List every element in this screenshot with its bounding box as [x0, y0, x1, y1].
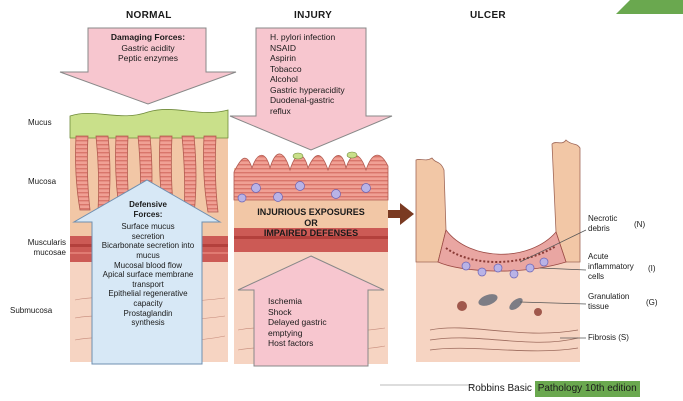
acute-inflammatory-cell	[494, 264, 502, 272]
injury-cause-item: Gastric hyperacidity	[270, 85, 366, 96]
caption-left: Robbins Basic	[466, 383, 535, 394]
inflammatory-cell	[362, 184, 371, 193]
label-fibrosis-text: Fibrosis	[588, 333, 616, 342]
acute-inflammatory-cell	[540, 258, 548, 266]
defensive-forces-box: Defensive Forces: Surface mucus secretio…	[94, 200, 202, 328]
label-granulation-code: (G)	[646, 298, 658, 308]
inflammatory-cell	[274, 193, 283, 202]
defensive-item: Epithelial regenerative capacity	[100, 289, 196, 308]
defensive-item: Bicarbonate secretion into mucus	[98, 241, 198, 260]
injury-cause-item: H. pylori infection	[270, 32, 366, 43]
label-granulation: Granulation tissue	[588, 292, 638, 312]
injury-surface	[234, 154, 388, 200]
injury-causes-box: H. pylori infection NSAID Aspirin Tobacc…	[258, 32, 366, 116]
inflammatory-cell	[252, 184, 261, 193]
mucus-droplet	[293, 153, 303, 159]
defensive-item: Apical surface membrane transport	[94, 270, 202, 289]
mucus-droplet	[347, 152, 357, 158]
label-fibrosis: Fibrosis (S)	[588, 333, 629, 343]
acute-inflammatory-cell	[510, 270, 518, 278]
progression-arrow	[388, 203, 414, 225]
injury-cause-item: Alcohol	[270, 74, 366, 85]
injurious-line: OR	[234, 218, 388, 229]
injury-cause-item: NSAID	[270, 43, 366, 54]
caption-right: Pathology 10th edition	[535, 381, 640, 397]
source-caption: Robbins Basic Pathology 10th edition	[466, 381, 640, 397]
inflammatory-cell	[332, 190, 341, 199]
host-factor-item: Delayed gastric emptying	[268, 317, 344, 338]
granulation-cell	[534, 308, 542, 316]
damaging-forces-box: Damaging Forces: Gastric acidity Peptic …	[90, 32, 206, 64]
host-factor-item: Shock	[268, 307, 368, 318]
granulation-cell	[457, 301, 467, 311]
label-necrotic: Necrotic debris	[588, 214, 628, 234]
label-necrotic-code: (N)	[634, 220, 645, 230]
injurious-line: INJURIOUS EXPOSURES	[234, 207, 388, 218]
label-fibrosis-code: (S)	[618, 333, 629, 342]
injurious-line: IMPAIRED DEFENSES	[234, 228, 388, 239]
normal-mucus-layer	[70, 109, 228, 138]
damaging-forces-title: Damaging Forces:	[90, 32, 206, 43]
injury-cause-item: Duodenal-gastric reflux	[270, 95, 344, 116]
host-factor-item: Host factors	[268, 338, 368, 349]
label-acute-text: Acute inflammatory cells	[588, 252, 634, 281]
ulcer-tissue	[416, 140, 580, 362]
inflammatory-cell	[296, 182, 305, 191]
defensive-forces-title: Defensive Forces:	[122, 200, 174, 219]
defensive-item: Prostaglandin synthesis	[114, 309, 182, 328]
label-necrotic-text: Necrotic debris	[588, 214, 617, 233]
injury-cause-item: Aspirin	[270, 53, 366, 64]
acute-inflammatory-cell	[478, 268, 486, 276]
damaging-item: Gastric acidity	[90, 43, 206, 54]
acute-inflammatory-cell	[462, 262, 470, 270]
host-factors-box: Ischemia Shock Delayed gastric emptying …	[258, 296, 368, 349]
host-factor-item: Ischemia	[268, 296, 368, 307]
label-granulation-text: Granulation tissue	[588, 292, 629, 311]
label-acute-code: (I)	[648, 264, 656, 274]
injury-cause-item: Tobacco	[270, 64, 366, 75]
inflammatory-cell	[238, 194, 246, 202]
acute-inflammatory-cell	[526, 264, 534, 272]
defensive-item: Surface mucus secretion	[111, 222, 185, 241]
label-acute: Acute inflammatory cells	[588, 252, 644, 282]
defensive-item: Mucosal blood flow	[94, 261, 202, 271]
damaging-item: Peptic enzymes	[90, 53, 206, 64]
injurious-exposures-label: INJURIOUS EXPOSURES OR IMPAIRED DEFENSES	[234, 207, 388, 239]
ulcer-submucosa	[416, 262, 580, 362]
